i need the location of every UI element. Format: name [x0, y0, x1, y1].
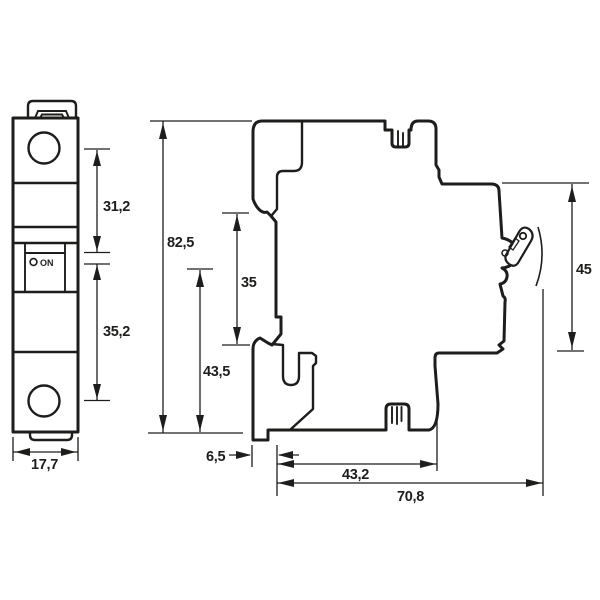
front-top-tab	[26, 99, 78, 120]
toggle-pivot-hole	[501, 249, 509, 257]
dim-43-2-text: 43,2	[342, 467, 369, 483]
dim-31-2-lines	[84, 148, 110, 254]
dimensions-front: 31,2 35,2 17,7	[12, 148, 131, 473]
side-body-outline	[251, 119, 518, 442]
dim-82-5-text: 82,5	[167, 235, 194, 251]
dim-35-lines	[222, 212, 250, 346]
dim-35-2-lines	[84, 263, 110, 402]
din-clip-detail	[270, 342, 318, 431]
dim-43-5-lines	[187, 268, 213, 432]
dim-45-text: 45	[576, 262, 592, 278]
front-switch-frame	[24, 242, 66, 293]
switch-on-label: ON	[40, 258, 54, 268]
on-indicator-icon	[29, 257, 38, 267]
front-top-tab-inner	[34, 110, 70, 119]
front-bottom-tab	[28, 430, 74, 442]
dim-extension-lines	[148, 120, 589, 496]
side-view	[251, 119, 543, 442]
dim-70-8-text: 70,8	[397, 489, 424, 505]
dim-43-5-text: 43,5	[203, 364, 230, 380]
front-top-terminal-hole	[27, 131, 61, 165]
dimensions-side: 82,5 43,5 35 45 6,5 43,2 70,8	[148, 120, 592, 505]
front-bottom-terminal-hole	[27, 384, 61, 418]
toggle-lever-grip	[508, 237, 520, 251]
toggle-lever-hole	[518, 231, 528, 241]
front-view: ON	[11, 99, 80, 442]
bottom-terminal-slot-hatch	[391, 406, 403, 425]
side-front-recess-edge	[270, 119, 304, 217]
front-section-dividers	[11, 181, 80, 354]
dim-31-2-text: 31,2	[103, 199, 130, 215]
top-terminal-slot-hatch	[397, 130, 404, 147]
front-body-outline	[11, 116, 80, 434]
dim-6-5-text: 6,5	[206, 449, 225, 465]
dim-17-7-text: 17,7	[31, 457, 58, 473]
toggle-swing-arc	[535, 226, 543, 287]
dim-35-text: 35	[241, 275, 257, 291]
dim-35-2-text: 35,2	[103, 324, 130, 340]
